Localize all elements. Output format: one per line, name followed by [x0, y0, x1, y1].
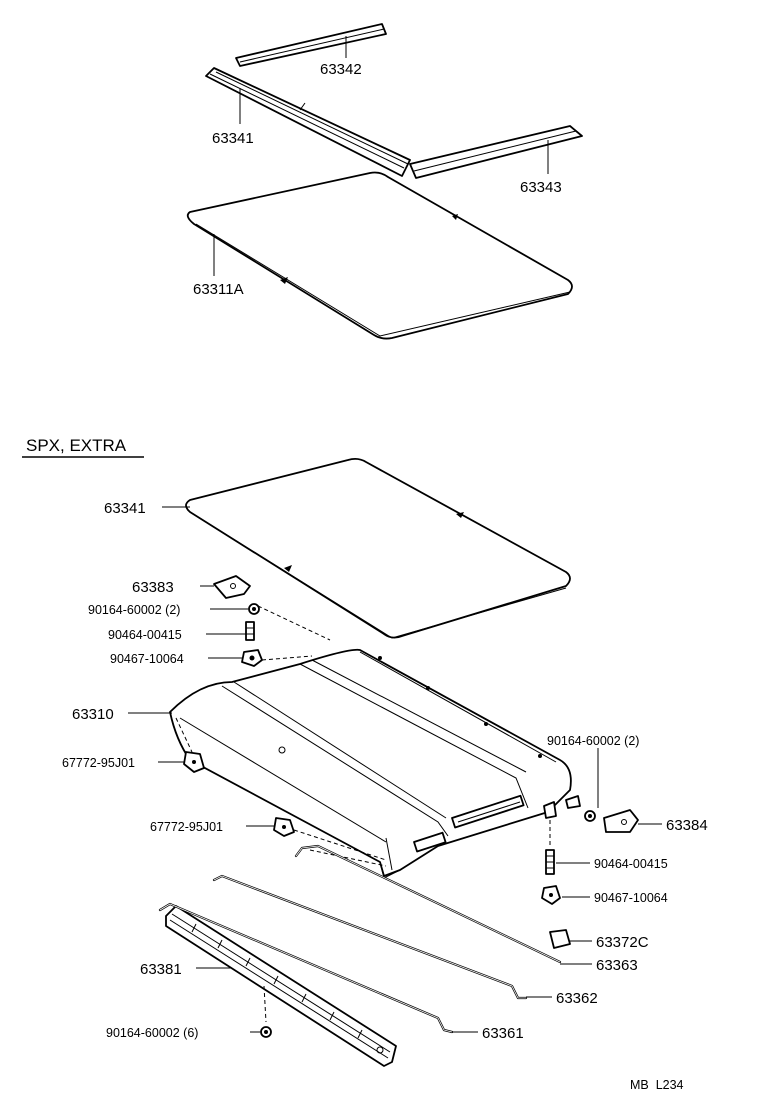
- label-63372C: 63372C: [596, 934, 649, 951]
- part-90467-right-nut: [541, 885, 561, 905]
- label-63341-lower: 63341: [104, 500, 146, 517]
- part-90464-left-clip: [245, 621, 255, 641]
- dash-left-2: [261, 655, 313, 661]
- label-90164-bottom: 90164-60002 (6): [106, 1026, 198, 1040]
- part-90467-left-nut: [241, 649, 263, 667]
- label-90464-left: 90464-00415: [108, 628, 182, 642]
- diagram-code: MB L234: [630, 1078, 684, 1092]
- dash-67772-mid-1: [293, 829, 387, 861]
- label-63342: 63342: [320, 61, 362, 78]
- part-90164-bottom-screw: [260, 1026, 272, 1038]
- part-63341-strip: [205, 67, 411, 177]
- label-63310: 63310: [72, 706, 114, 723]
- part-67772-mid-clip: [273, 817, 295, 837]
- part-63343-strip: [409, 125, 583, 179]
- part-90164-right-screw: [584, 810, 596, 822]
- label-63363: 63363: [596, 957, 638, 974]
- part-63310-roof-body: [169, 648, 581, 879]
- part-63361-rod: [158, 902, 454, 1034]
- part-90164-left-screw: [248, 603, 260, 615]
- label-90467-right: 90467-10064: [594, 891, 668, 905]
- part-67772-left-clip: [183, 751, 205, 773]
- label-63341-top: 63341: [212, 130, 254, 147]
- label-67772-mid: 67772-95J01: [150, 820, 223, 834]
- label-63343: 63343: [520, 179, 562, 196]
- part-63372C-cap: [549, 929, 571, 949]
- dash-63381: [263, 985, 267, 1023]
- part-63362-rod: [212, 874, 528, 1000]
- part-90464-right-clip: [545, 849, 555, 875]
- label-90164-left: 90164-60002 (2): [88, 603, 180, 617]
- label-63383: 63383: [132, 579, 174, 596]
- part-63342-strip: [235, 23, 387, 67]
- label-63361: 63361: [482, 1025, 524, 1042]
- part-63383-bracket: [213, 575, 251, 599]
- part-63341-lower-panel: [185, 457, 571, 639]
- label-90164-right: 90164-60002 (2): [547, 734, 639, 748]
- label-63362: 63362: [556, 990, 598, 1007]
- label-63381: 63381: [140, 961, 182, 978]
- dash-left-1: [257, 605, 331, 641]
- section-heading: SPX, EXTRA: [26, 436, 127, 455]
- label-90464-right: 90464-00415: [594, 857, 668, 871]
- label-63311A: 63311A: [193, 281, 244, 298]
- label-67772-left: 67772-95J01: [62, 756, 135, 770]
- part-63311A-panel: [186, 171, 573, 340]
- part-63363-rod: [294, 844, 562, 964]
- dash-67772-mid-2: [309, 849, 387, 867]
- label-90467-left: 90467-10064: [110, 652, 184, 666]
- part-63384-bracket: [603, 809, 639, 833]
- label-63384: 63384: [666, 817, 708, 834]
- dash-67772-left: [175, 717, 193, 753]
